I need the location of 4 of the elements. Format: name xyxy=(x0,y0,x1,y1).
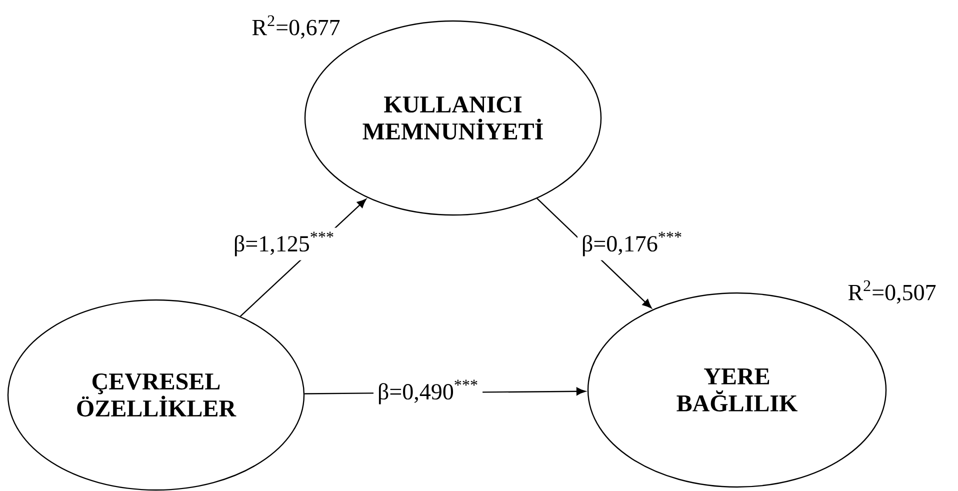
r-squared-label: R$^{2}$=0,677 xyxy=(252,15,340,39)
edge-label: β=1,125$^{***}$ xyxy=(229,228,339,260)
edge-label: β=0,490$^{***}$ xyxy=(373,376,483,408)
edge-label: β=0,176$^{***}$ xyxy=(577,228,687,260)
